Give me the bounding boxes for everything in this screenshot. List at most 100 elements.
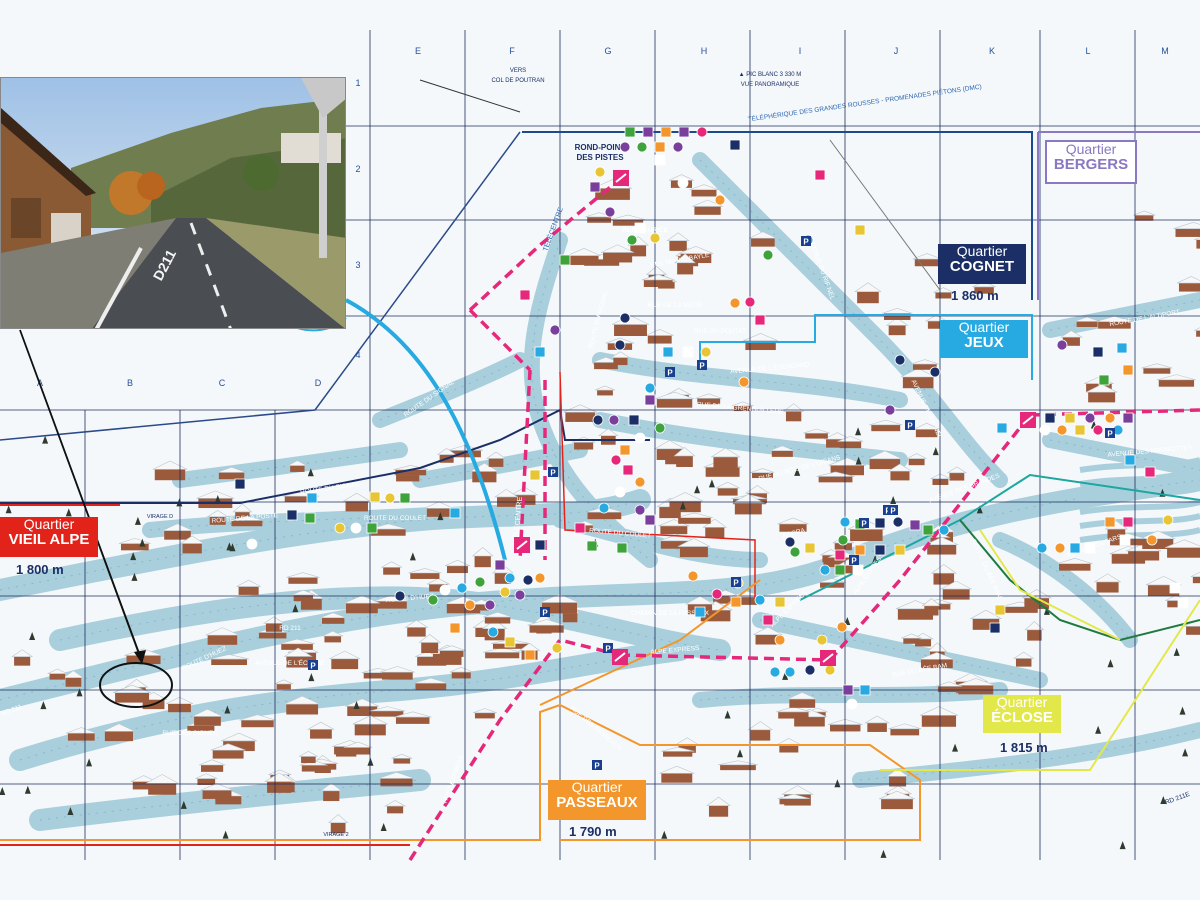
chalet-roof [731,493,765,504]
poi-marker [711,588,723,600]
tree [67,807,74,816]
chalet-roof [678,246,714,254]
tree [409,552,416,561]
chalet-roof [284,695,321,705]
chalet-roof [769,445,795,451]
grid-column-label: B [127,378,133,388]
chalet-roof [919,706,959,716]
street-label-rond-point: ROND-POINT [575,143,626,152]
tree [86,758,93,767]
chalet-roof [404,619,429,628]
chalet-roof [229,515,265,521]
tree [844,617,851,626]
chalet-roof [209,654,250,660]
poi-marker [834,564,846,576]
chalet-wall [949,472,965,481]
chalet-roof [667,492,703,502]
poi-marker [842,684,854,696]
road-centerline [59,596,721,651]
district-boundary [799,473,1200,601]
tree [834,779,841,788]
street-label-rd211: RD 211 [279,625,301,632]
chalet-wall [584,258,620,266]
chalet-wall [475,626,492,637]
chalet-wall [908,458,925,466]
chalet-wall [324,635,342,643]
poi-marker [604,206,616,218]
chalet-wall [935,291,952,299]
poi-marker [644,394,656,406]
poi-marker [619,444,631,456]
chalet-roof [886,768,910,777]
chalet-wall [218,471,245,480]
chalet-roof [1133,210,1156,216]
chalet-roof [878,790,915,800]
parking-icon: P [803,238,809,247]
chalet-roof [748,231,777,239]
chalet-wall [485,651,520,659]
chalet-roof [1194,327,1200,331]
poi-marker [774,596,786,608]
chalet-wall [597,389,613,396]
chalet-wall [818,476,853,483]
tree [367,757,374,766]
lift-station-icon [516,540,528,550]
grid-column-label: L [1085,46,1090,56]
chalet-roof [715,481,740,489]
road-segment [692,152,1008,488]
chalet-roof [803,428,830,434]
chalet-wall [883,312,911,320]
poi-marker [624,126,636,138]
chalet-wall [1192,576,1200,584]
chalet-wall [890,728,920,736]
poi-marker [762,614,774,626]
district-label-cognet: Quartier COGNET [938,244,1026,284]
poi-marker [837,534,849,546]
tree [24,785,31,794]
chalet-wall [104,730,133,742]
chalet-roof [881,307,913,314]
chalet-wall [912,363,937,370]
chalet-roof [471,546,494,557]
poi-marker [616,542,628,554]
chalet-wall [211,658,248,666]
parking-icon [801,236,811,246]
chalet-wall [705,466,740,477]
chalet-roof [1059,330,1083,338]
chalet-wall [330,821,346,834]
poi-marker [1069,542,1081,554]
poi-marker [834,549,846,561]
chalet-roof [210,743,246,751]
chalet-roof [426,578,450,585]
chalet-roof [1190,571,1200,577]
road-segment [752,612,1048,688]
chalet-wall [914,258,940,267]
poi-marker [1098,374,1110,386]
chalet-wall [680,252,712,264]
tree [307,468,314,477]
chalet-roof [888,723,922,730]
chalet-roof [946,466,968,474]
chalet-wall [1186,625,1200,635]
parking-icon: P [861,520,867,529]
tree [736,749,743,758]
chalet-wall [661,772,693,783]
chalet-roof [322,630,344,637]
chalet-roof [645,265,668,275]
tree [292,604,299,613]
chalet-wall [471,603,492,611]
poi-marker [1124,454,1136,466]
chalet-wall [331,658,359,670]
chalet-roof [130,775,157,782]
chalet-wall [830,556,856,567]
grid-column-label: F [509,46,515,56]
district-label-vieil-alpe: Quartier VIEIL ALPE [0,517,98,557]
grid-row-label: 1 [355,78,360,88]
poi-marker [1104,516,1116,528]
poi-marker [622,464,634,476]
chalet-wall [1158,379,1195,387]
street-label-chemin-passeaux: CHEMIN DE LA PASSAUX [631,610,710,617]
poi-marker [989,622,1001,634]
chalet-roof [706,796,732,806]
poi-marker [399,492,411,504]
